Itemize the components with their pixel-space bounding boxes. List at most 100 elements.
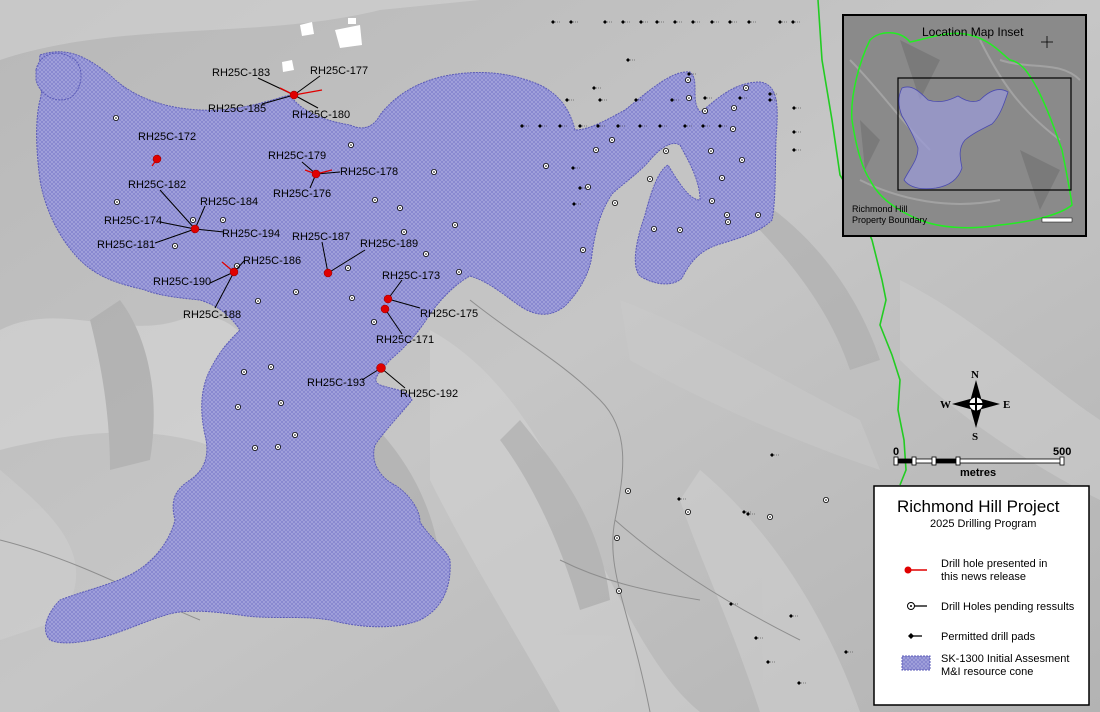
inset-title: Location Map Inset xyxy=(922,25,1024,39)
drill-pad-marker xyxy=(551,20,561,24)
drill-pad-marker xyxy=(616,124,626,128)
drill-pad-marker xyxy=(603,20,613,24)
legend-item4-line2: M&I resource cone xyxy=(941,666,1033,678)
drill-pad-marker xyxy=(638,124,648,128)
permitted-drill-pads xyxy=(520,20,854,685)
drill-pad-marker xyxy=(766,660,776,664)
drill-pad-marker xyxy=(572,202,582,206)
pending-hole-marker xyxy=(743,85,750,92)
pending-hole-marker xyxy=(189,216,196,223)
drill-pad-marker xyxy=(792,106,802,110)
pending-hole-marker xyxy=(651,225,658,232)
compass-e: E xyxy=(1003,399,1010,411)
pending-hole-marker xyxy=(612,199,619,206)
drill-pad-marker xyxy=(592,86,602,90)
drill-pad-marker xyxy=(844,650,854,654)
scale-bar: 0 500 metres xyxy=(893,446,1071,479)
drill-pad-marker xyxy=(747,20,757,24)
pending-hole-marker xyxy=(823,496,830,503)
pending-hole-marker xyxy=(702,108,709,115)
legend-drill-pad-icon xyxy=(908,633,922,639)
drill-pad-marker xyxy=(569,20,579,24)
drill-pad-marker xyxy=(729,602,739,606)
label-rh25c-174: RH25C-174 xyxy=(104,215,162,227)
drill-hole-rh25c-187 xyxy=(323,268,333,278)
drill-pad-marker xyxy=(754,636,764,640)
label-rh25c-177: RH25C-177 xyxy=(310,65,368,77)
pending-hole-marker xyxy=(219,216,226,223)
drill-pad-marker xyxy=(778,20,788,24)
scale-start: 0 xyxy=(893,446,899,458)
drill-pad-marker xyxy=(571,166,581,170)
drill-pad-marker xyxy=(701,124,711,128)
drill-pad-marker xyxy=(770,453,780,457)
label-rh25c-187: RH25C-187 xyxy=(292,231,350,243)
label-rh25c-182: RH25C-182 xyxy=(128,179,186,191)
pending-hole-marker xyxy=(240,368,247,375)
pending-hole-marker xyxy=(113,115,120,122)
pending-drill-holes xyxy=(113,77,830,595)
legend-item3: Permitted drill pads xyxy=(941,631,1036,643)
drill-pad-marker xyxy=(578,124,588,128)
pending-hole-marker xyxy=(422,250,429,257)
pending-hole-marker xyxy=(451,221,458,228)
drill-pad-marker xyxy=(558,124,568,128)
drill-holes-presented xyxy=(152,90,393,373)
drill-pad-marker xyxy=(677,497,687,501)
pending-hole-marker xyxy=(686,95,693,102)
label-rh25c-183: RH25C-183 xyxy=(212,67,270,79)
drill-pad-marker xyxy=(768,98,778,102)
drill-pad-marker xyxy=(792,148,802,152)
drill-hole-rh25c-172 xyxy=(152,154,162,164)
inset-boundary-label-2: Property Boundary xyxy=(852,215,928,225)
inset-scale-bar-icon xyxy=(1041,217,1073,223)
drill-pad-marker xyxy=(792,130,802,134)
pending-hole-marker xyxy=(755,211,762,218)
pending-hole-marker xyxy=(233,262,240,269)
drill-pad-marker xyxy=(687,72,697,76)
drill-pad-marker xyxy=(718,124,728,128)
compass-rose-icon: N S W E xyxy=(940,369,1010,443)
white-spots xyxy=(282,18,362,72)
pending-hole-marker xyxy=(292,288,299,295)
drill-pad-marker xyxy=(520,124,530,128)
pending-hole-marker xyxy=(730,126,737,133)
pending-hole-marker xyxy=(767,514,774,521)
location-inset: Location Map Inset Richmond Hill Propert… xyxy=(842,14,1087,237)
drill-pad-marker xyxy=(703,96,713,100)
label-rh25c-178: RH25C-178 xyxy=(340,166,398,178)
pending-hole-marker xyxy=(609,136,616,143)
pending-hole-marker xyxy=(663,147,670,154)
drill-pad-marker xyxy=(621,20,631,24)
hole-labels: RH25C-183 RH25C-177 RH25C-185 RH25C-180 … xyxy=(97,65,478,400)
drill-pad-marker xyxy=(626,58,636,62)
scale-unit: metres xyxy=(960,467,996,479)
drill-hole-rh25c-173 xyxy=(383,294,393,304)
label-rh25c-189: RH25C-189 xyxy=(360,238,418,250)
drill-pad-marker xyxy=(691,20,701,24)
drill-pad-marker xyxy=(768,92,778,96)
drill-pad-marker xyxy=(797,681,807,685)
compass-s: S xyxy=(972,431,978,443)
inset-resource-cone xyxy=(898,86,1009,190)
legend-cone-swatch xyxy=(901,655,931,671)
pending-hole-marker xyxy=(400,228,407,235)
legend-drill-hole-icon xyxy=(904,566,927,574)
legend-title: Richmond Hill Project xyxy=(897,497,1060,516)
legend-subtitle: 2025 Drilling Program xyxy=(930,518,1036,530)
pending-hole-marker xyxy=(291,431,298,438)
compass-n: N xyxy=(971,369,979,381)
pending-hole-marker xyxy=(725,218,732,225)
pending-hole-marker xyxy=(251,444,258,451)
inset-north-arrow-icon xyxy=(1041,36,1053,48)
label-rh25c-193: RH25C-193 xyxy=(307,377,365,389)
compass-w: W xyxy=(940,399,951,411)
drill-pad-marker xyxy=(538,124,548,128)
pending-hole-marker xyxy=(274,443,281,450)
pending-hole-marker xyxy=(234,403,241,410)
pending-hole-marker xyxy=(708,147,715,154)
pending-hole-marker xyxy=(647,175,654,182)
legend-item1-line1: Drill hole presented in xyxy=(941,558,1047,570)
drill-pad-marker xyxy=(578,186,588,190)
drill-hole-rh25c-186 xyxy=(229,267,239,277)
